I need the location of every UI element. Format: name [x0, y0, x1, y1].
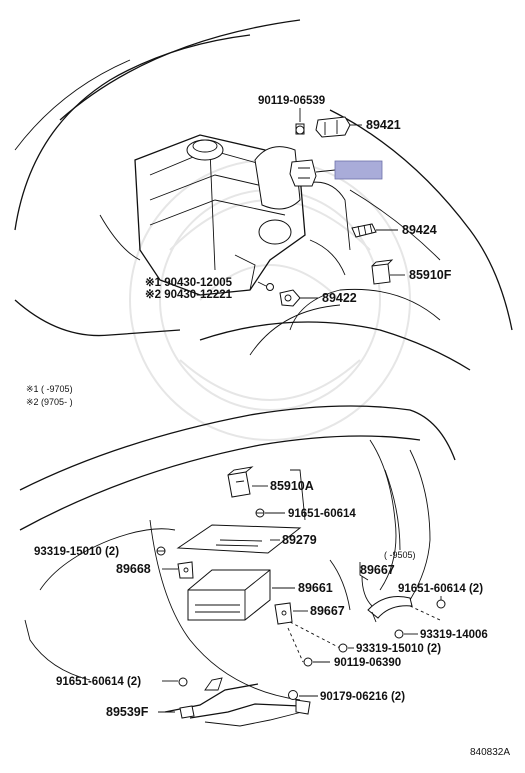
clip-90179-06216[interactable]	[288, 690, 298, 700]
label-90119-06390: 90119-06390	[334, 657, 401, 669]
bolt-93319-14006[interactable]	[394, 629, 404, 639]
label-89424: 89424	[402, 223, 437, 237]
label-89421: 89421	[366, 118, 401, 132]
label-89539F: 89539F	[106, 705, 149, 719]
panel-89279[interactable]	[176, 524, 302, 554]
label-93319-15010-left: 93319-15010 (2)	[34, 546, 119, 558]
highlight-box[interactable]	[334, 160, 383, 180]
bracket-89667-inset[interactable]	[367, 596, 413, 623]
bracket-89668[interactable]	[177, 561, 194, 579]
bolt-93319-15010-left[interactable]	[156, 546, 166, 556]
engine-labels: 90119-06539 89421 89424 85910F ※1 90430-…	[145, 95, 452, 305]
bracket-89667-lower[interactable]	[274, 602, 293, 625]
label-85910A: 85910A	[270, 479, 314, 493]
dashboard-illustration	[19, 405, 456, 701]
note-1: ※1 ( -9705)	[26, 384, 73, 394]
sensor-unit[interactable]	[289, 159, 317, 187]
engine-bay-illustration	[14, 19, 513, 371]
bolt-91651-60614-harness[interactable]	[178, 677, 188, 687]
catalog-code: 840832A	[470, 747, 510, 758]
bolt-90119-06539[interactable]	[295, 123, 305, 135]
sensor-89422[interactable]	[279, 289, 301, 307]
engine-bay-parts	[257, 108, 405, 307]
range-label: ( -9505)	[384, 550, 416, 560]
bracket-89421[interactable]	[315, 116, 351, 138]
ecu-89661[interactable]	[187, 569, 271, 621]
relay-85910F[interactable]	[371, 259, 394, 285]
label-91651-60614: 91651-60614	[288, 508, 356, 520]
bolt-90119-06390[interactable]	[303, 657, 313, 667]
bolt-91651-60614-inset[interactable]	[436, 599, 446, 609]
label-91651-60614-harness: 91651-60614 (2)	[56, 676, 141, 688]
relay-85910A[interactable]	[227, 466, 254, 498]
label-93319-15010-right: 93319-15010 (2)	[356, 643, 441, 655]
label-89422: 89422	[322, 291, 357, 305]
note-2: ※2 (9705- )	[26, 397, 73, 407]
bolt-91651-60614[interactable]	[255, 508, 265, 518]
label-89667-inset: 89667	[360, 563, 395, 577]
label-89661: 89661	[298, 581, 333, 595]
label-93319-14006: 93319-14006	[420, 629, 488, 641]
label-89667-lower: 89667	[310, 604, 345, 618]
harness-89539F[interactable]	[164, 677, 311, 727]
label-89279: 89279	[282, 533, 317, 547]
dashboard-labels: 85910A 91651-60614 89279 93319-15010 (2)…	[34, 479, 488, 719]
sensor-89424[interactable]	[351, 223, 377, 238]
label-85910F: 85910F	[409, 268, 452, 282]
label-90119-06539: 90119-06539	[258, 95, 325, 107]
label-90430-12005: ※1 90430-12005	[145, 276, 233, 289]
washer-90430[interactable]	[266, 283, 274, 291]
label-90179-06216: 90179-06216 (2)	[320, 691, 405, 703]
label-89668: 89668	[116, 562, 151, 576]
label-90430-12221: ※2 90430-12221	[145, 288, 233, 301]
bolt-93319-15010-right[interactable]	[338, 643, 348, 653]
inset-bracket-line	[359, 562, 369, 581]
label-91651-60614-inset: 91651-60614 (2)	[398, 583, 483, 595]
dashboard-parts	[156, 466, 446, 727]
